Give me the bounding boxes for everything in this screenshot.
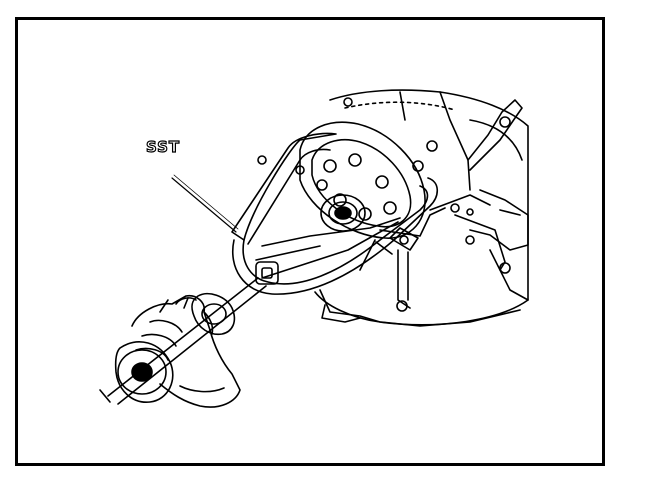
differential-housing [257,89,529,327]
gloved-hand [131,294,241,408]
sst-callout-label: SST [145,138,181,156]
callout-leader-line [171,177,237,233]
companion-flange [299,121,426,239]
slide-hammer [99,277,267,405]
sst-puller-frame [231,132,439,295]
